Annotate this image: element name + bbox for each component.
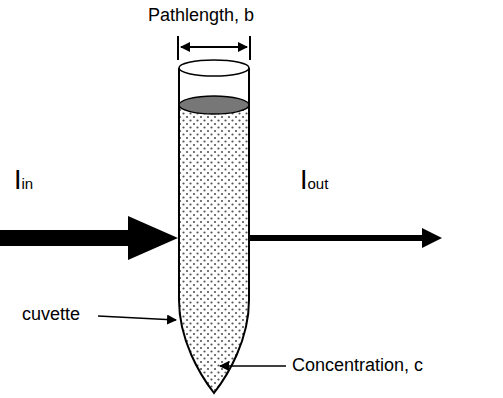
- dimension-arrow: [181, 46, 247, 48]
- incident-beam: [0, 216, 178, 260]
- cuvette-wall: [179, 68, 249, 393]
- leader-arrow: [220, 365, 286, 367]
- dimension-label: Pathlength, b: [148, 6, 254, 26]
- transmitted-beam: [250, 228, 442, 248]
- solution: [170, 95, 260, 395]
- dimension-tick: [249, 36, 251, 60]
- intensity-label: Iin: [14, 166, 33, 196]
- leader-arrow: [98, 316, 176, 320]
- liquid-surface: [179, 96, 249, 114]
- part-label: Concentration, c: [292, 356, 423, 376]
- cuvette-opening: [179, 60, 249, 76]
- intensity-label: Iout: [300, 166, 328, 196]
- part-label: cuvette: [22, 305, 80, 325]
- dimension-tick: [177, 36, 179, 60]
